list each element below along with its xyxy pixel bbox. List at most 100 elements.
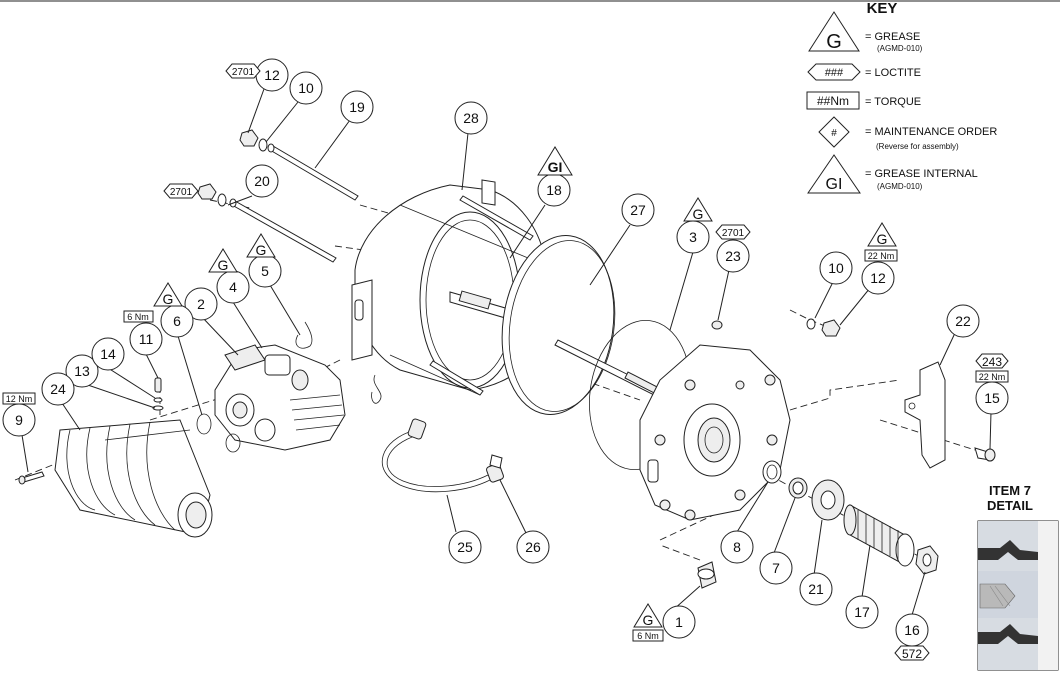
detail-title-line1: ITEM 7	[989, 483, 1031, 498]
callout-23: 23	[716, 239, 750, 273]
svg-text:= GREASE INTERNAL: = GREASE INTERNAL	[865, 168, 978, 180]
callout-28: 28	[454, 101, 488, 135]
grease-symbol-4: G	[208, 248, 238, 273]
grease-internal-symbol-18: GI	[537, 146, 573, 176]
grease-symbol-1: G	[633, 603, 663, 628]
nut-12-right	[821, 319, 841, 337]
svg-text:10: 10	[298, 80, 314, 96]
annotation-symbols: 2701 2701 2701 243 572 12 Nm 6	[2, 63, 1009, 661]
svg-text:(AGMD-010): (AGMD-010)	[877, 44, 923, 53]
grease-symbol-6: G	[153, 282, 183, 307]
callout-20: 20	[245, 164, 279, 198]
svg-text:27: 27	[630, 202, 646, 218]
svg-text:= TORQUE: = TORQUE	[865, 96, 921, 108]
svg-text:G: G	[826, 31, 842, 53]
key-grease: G = GREASE (AGMD-010)	[808, 11, 923, 53]
seal-7	[788, 477, 808, 499]
svg-text:12 Nm: 12 Nm	[6, 394, 33, 404]
svg-text:18: 18	[546, 182, 562, 198]
callout-15: 15	[975, 381, 1009, 415]
item-7-detail: ITEM 7 DETAIL	[977, 483, 1059, 671]
svg-text:G: G	[877, 231, 888, 247]
setscrew-23	[711, 320, 723, 330]
svg-text:572: 572	[902, 647, 922, 661]
callout-21: 21	[799, 572, 833, 606]
callout-5: 5	[248, 254, 282, 288]
svg-text:G: G	[256, 242, 267, 258]
loctite-2701-right: 2701	[715, 224, 751, 240]
torque-22nm-a: 22 Nm	[864, 249, 898, 262]
svg-text:28: 28	[463, 110, 479, 126]
loctite-2701-top: 2701	[225, 63, 261, 79]
screw-11	[152, 377, 164, 411]
callout-8: 8	[720, 530, 754, 564]
svg-text:2701: 2701	[170, 187, 193, 198]
svg-text:6 Nm: 6 Nm	[127, 312, 149, 322]
pin-5	[295, 321, 313, 349]
loctite-572: 572	[894, 645, 930, 661]
washer-10-right	[806, 318, 816, 330]
bearing-plate	[639, 344, 791, 521]
svg-text:8: 8	[733, 539, 741, 555]
torque-12nm: 12 Nm	[2, 392, 36, 405]
svg-text:10: 10	[828, 260, 844, 276]
rod-20	[229, 198, 337, 263]
svg-text:24: 24	[50, 381, 66, 397]
key-legend: KEY G = GREASE (AGMD-010) ### = LOCTITE …	[806, 0, 997, 194]
svg-text:16: 16	[904, 622, 920, 638]
o-ring-6b	[225, 433, 241, 453]
callout-16: 16	[895, 613, 929, 647]
svg-text:243: 243	[982, 355, 1002, 369]
key-grease-internal: GI = GREASE INTERNAL (AGMD-010)	[807, 154, 978, 194]
svg-text:4: 4	[229, 279, 237, 295]
cover-plate-27	[501, 235, 616, 415]
callout-2: 2	[184, 287, 218, 321]
leader-lines	[21, 88, 992, 619]
callout-19: 19	[340, 90, 374, 124]
bracket-22	[904, 361, 946, 469]
svg-text:#: #	[831, 128, 837, 139]
svg-text:1: 1	[675, 614, 683, 630]
bushing-8	[762, 460, 782, 484]
svg-text:2701: 2701	[722, 228, 745, 239]
callout-9: 9	[2, 403, 36, 437]
svg-text:= MAINTENANCE ORDER: = MAINTENANCE ORDER	[865, 126, 997, 138]
callout-7: 7	[759, 551, 793, 585]
callout-14: 14	[91, 337, 125, 371]
svg-text:15: 15	[984, 390, 1000, 406]
detail-image	[977, 520, 1059, 671]
torque-6nm-left: 6 Nm	[123, 310, 154, 323]
grease-symbol-12: G	[867, 222, 897, 247]
svg-text:(AGMD-010): (AGMD-010)	[877, 182, 923, 191]
svg-text:GI: GI	[548, 159, 563, 175]
svg-text:20: 20	[254, 173, 270, 189]
clip	[371, 374, 382, 404]
callout-22: 22	[946, 304, 980, 338]
callout-6: 6	[160, 304, 194, 338]
gearbox-2	[214, 344, 346, 451]
grease-symbol-3: G	[683, 197, 713, 222]
svg-text:12: 12	[264, 67, 280, 83]
callout-12a: 12	[255, 58, 289, 92]
svg-text:22 Nm: 22 Nm	[979, 372, 1006, 382]
torque-22nm-b: 22 Nm	[975, 370, 1009, 383]
svg-text:6: 6	[173, 313, 181, 329]
svg-text:21: 21	[808, 581, 824, 597]
callout-13: 13	[65, 354, 99, 388]
callout-17: 17	[845, 595, 879, 629]
svg-text:12: 12	[870, 270, 886, 286]
svg-text:= GREASE: = GREASE	[865, 31, 920, 43]
key-maintenance: # = MAINTENANCE ORDER (Reverse for assem…	[818, 116, 997, 151]
svg-text:11: 11	[139, 331, 154, 347]
flange-21	[811, 479, 845, 521]
callout-18: 18	[537, 173, 571, 207]
callout-4: 4	[216, 270, 250, 304]
detail-title-line2: DETAIL	[987, 498, 1033, 513]
hose-25	[382, 418, 491, 493]
svg-text:2: 2	[197, 296, 205, 312]
svg-text:19: 19	[349, 99, 365, 115]
svg-text:###: ###	[825, 67, 844, 79]
nut-12-top	[239, 129, 268, 152]
loctite-2701-mid: 2701	[163, 183, 199, 199]
svg-text:26: 26	[525, 539, 541, 555]
